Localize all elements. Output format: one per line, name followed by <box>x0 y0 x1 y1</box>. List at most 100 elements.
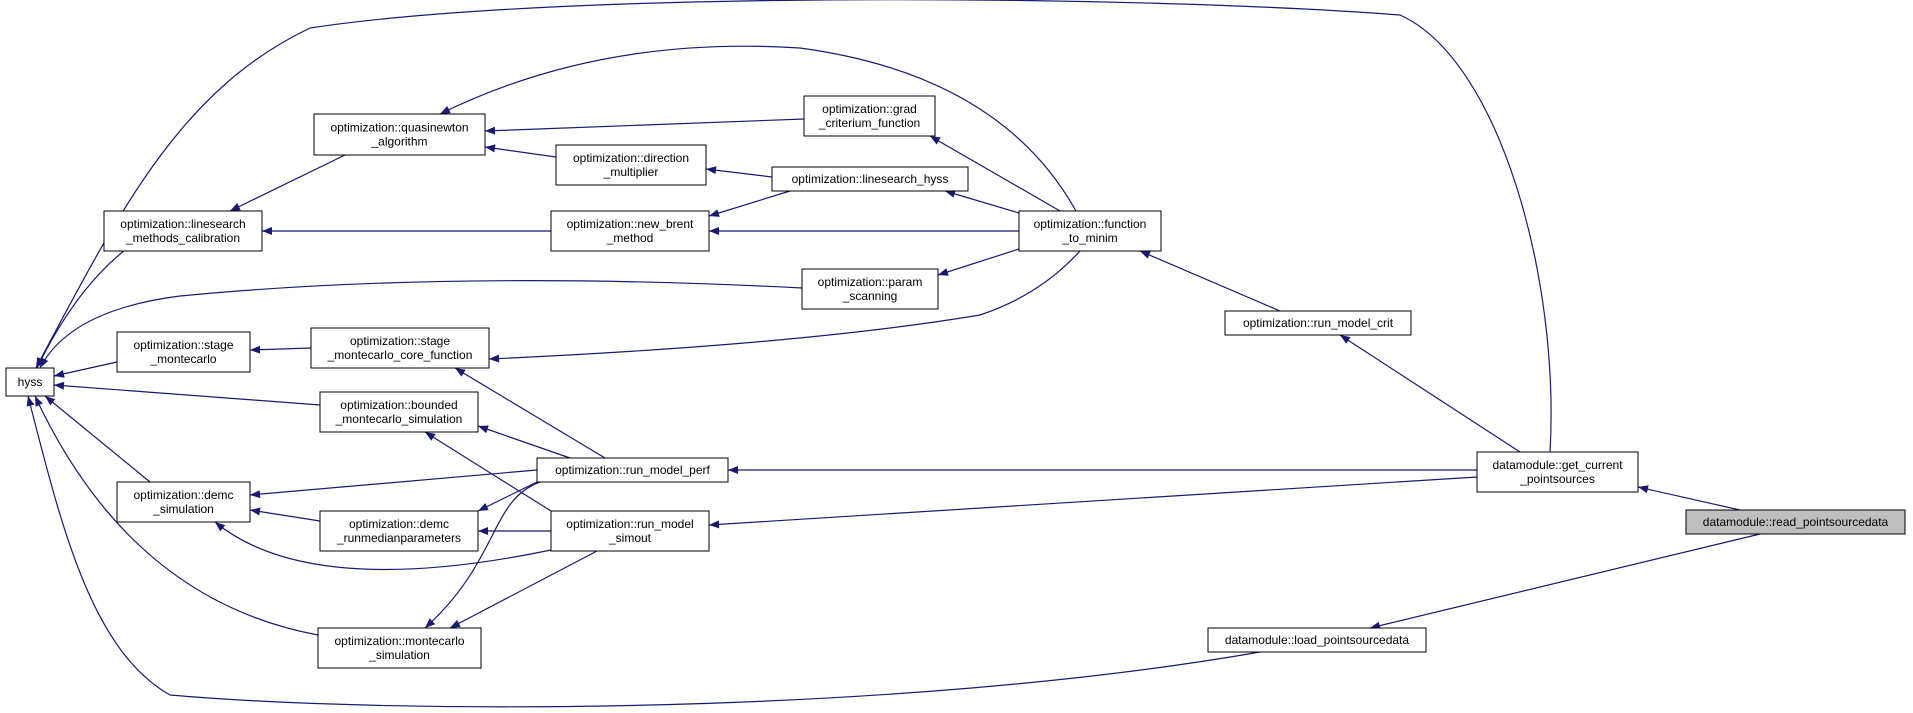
arrowhead-hyss-to-stage_montecarlo <box>54 369 65 378</box>
node-run-model-crit-label-line-1: optimization::run_model_crit <box>1243 316 1394 330</box>
edge-montecarlo_simulation-to-run_model_perf <box>424 481 541 629</box>
node-grad-criterium-function[interactable]: optimization::grad_criterium_function <box>803 95 936 137</box>
node-function-to-minim-box <box>1018 210 1162 252</box>
node-linesearch-hyss[interactable]: optimization::linesearch_hyss <box>771 166 969 192</box>
arrowhead-bounded_montecarlo_simulation-to-run_model_perf <box>478 425 489 434</box>
arrowhead-stage_montecarlo-to-stage_montecarlo_core_function <box>250 345 261 354</box>
node-get-current-pointsources[interactable]: datamodule::get_current_pointsources <box>1476 451 1639 493</box>
node-quasinewton-algorithm-label-line-1: optimization::quasinewton <box>330 121 468 135</box>
node-run-model-perf[interactable]: optimization::run_model_perf <box>536 457 729 483</box>
node-stage-montecarlo-core-function[interactable]: optimization::stage_montecarlo_core_func… <box>310 327 490 369</box>
arrowhead-stage_montecarlo_core_function-to-run_model_perf <box>455 368 466 377</box>
arrowhead-demc_runmedianparameters-to-run_model_simout <box>478 527 488 535</box>
node-linesearch-hyss-box <box>771 166 969 192</box>
nodes-layer: hyss optimization::linesearch_methods_cal… <box>5 95 1906 669</box>
arrowhead-run_model_perf-to-get_current_pointsources <box>728 466 738 474</box>
node-direction-multiplier-box <box>555 144 707 186</box>
arrowhead-new_brent_method-to-function_to_minim <box>709 227 719 235</box>
node-quasinewton-algorithm[interactable]: optimization::quasinewton_algorithm <box>313 113 486 156</box>
node-get-current-pointsources-box <box>1476 451 1639 493</box>
edge-hyss-to-stage_montecarlo <box>53 361 118 377</box>
node-param-scanning-label-line-1: optimization::param <box>818 275 923 289</box>
node-stage-montecarlo-label-line-2: _montecarlo <box>149 352 216 366</box>
node-linesearch-methods-calibration-box <box>103 210 263 252</box>
edge-quasinewton_algorithm-to-grad_criterium_function <box>484 118 805 132</box>
node-linesearch-methods-calibration-label-line-2: _methods_calibration <box>125 231 240 245</box>
arrowhead-demc_simulation-to-run_model_perf <box>250 490 261 499</box>
arrowhead-run_model_simout-to-get_current_pointsources <box>709 520 720 529</box>
edge-hyss-to-demc_simulation <box>44 395 151 483</box>
edge-quasinewton_algorithm-to-function_to_minim <box>439 45 1077 212</box>
node-load-pointsourcedata[interactable]: datamodule::load_pointsourcedata <box>1207 627 1427 653</box>
node-new-brent-method-label-line-1: optimization::new_brent <box>567 217 694 231</box>
arrowhead-hyss-to-load_pointsourcedata <box>26 396 35 407</box>
hyss[interactable]: hyss <box>5 367 55 397</box>
arrowhead-function_to_minim-to-run_model_crit <box>1140 251 1151 259</box>
arrowhead-new_brent_method-to-linesearch_hyss <box>709 209 720 217</box>
node-stage-montecarlo-core-function-label-line-2: _montecarlo_core_function <box>327 348 473 362</box>
edge-hyss-to-load_pointsourcedata <box>27 395 1261 708</box>
node-demc-runmedianparameters-label-line-1: optimization::demc <box>349 517 449 531</box>
edge-new_brent_method-to-linesearch_hyss <box>708 190 791 217</box>
edge-stage_montecarlo_core_function-to-run_model_perf <box>454 367 606 459</box>
node-run-model-simout-label-line-1: optimization::run_model <box>566 517 693 531</box>
node-montecarlo-simulation[interactable]: optimization::montecarlo_simulation <box>317 627 482 669</box>
node-param-scanning[interactable]: optimization::param_scanning <box>801 268 939 310</box>
node-grad-criterium-function-label-line-1: optimization::grad <box>822 102 917 116</box>
node-demc-runmedianparameters-label-line-2: _runmedianparameters <box>336 531 461 545</box>
hyss-box <box>5 367 55 397</box>
node-stage-montecarlo[interactable]: optimization::stage_montecarlo <box>116 331 251 373</box>
node-get-current-pointsources-label-line-2: _pointsources <box>1519 472 1595 486</box>
edge-hyss-to-montecarlo_simulation <box>34 395 319 636</box>
node-load-pointsourcedata-box <box>1207 627 1427 653</box>
node-function-to-minim-label-line-1: optimization::function <box>1034 217 1147 231</box>
node-run-model-perf-label-line-1: optimization::run_model_perf <box>555 463 710 477</box>
edge-run_model_simout-to-get_current_pointsources <box>708 476 1478 526</box>
node-stage-montecarlo-core-function-label-line-1: optimization::stage <box>350 334 450 348</box>
node-bounded-montecarlo-simulation[interactable]: optimization::bounded_montecarlo_simulat… <box>319 391 479 433</box>
node-bounded-montecarlo-simulation-box <box>319 391 479 433</box>
edge-function_to_minim-to-run_model_crit <box>1139 250 1281 312</box>
arrowhead-hyss-to-param_scanning <box>40 357 49 368</box>
node-read-pointsourcedata[interactable]: datamodule::read_pointsourcedata <box>1685 509 1906 535</box>
arrowhead-hyss-to-demc_simulation <box>45 396 56 406</box>
arrowhead-bounded_montecarlo_simulation-to-run_model_simout <box>425 432 436 441</box>
arrowhead-quasinewton_algorithm-to-function_to_minim <box>440 105 451 114</box>
edge-grad_criterium_function-to-function_to_minim <box>929 135 1061 212</box>
node-grad-criterium-function-label-line-2: _criterium_function <box>818 116 920 130</box>
node-quasinewton-algorithm-label-line-2: _algorithm <box>370 135 427 149</box>
edge-param_scanning-to-function_to_minim <box>937 248 1020 276</box>
node-run-model-crit[interactable]: optimization::run_model_crit <box>1224 310 1412 336</box>
edge-demc_runmedianparameters-to-run_model_perf <box>477 481 538 512</box>
node-demc-simulation[interactable]: optimization::demc_simulation <box>116 481 251 523</box>
node-direction-multiplier-label-line-2: _multiplier <box>603 165 659 179</box>
node-bounded-montecarlo-simulation-label-line-1: optimization::bounded <box>340 398 457 412</box>
node-run-model-perf-box <box>536 457 729 483</box>
edges-layer <box>26 0 1761 708</box>
arrowhead-run_model_crit-to-get_current_pointsources <box>1340 335 1351 344</box>
node-linesearch-methods-calibration[interactable]: optimization::linesearch_methods_calibra… <box>103 210 263 252</box>
node-demc-runmedianparameters[interactable]: optimization::demc_runmedianparameters <box>319 510 479 552</box>
node-run-model-crit-box <box>1224 310 1412 336</box>
arrowhead-linesearch_hyss-to-function_to_minim <box>945 190 956 198</box>
arrowhead-quasinewton_algorithm-to-grad_criterium_function <box>485 126 496 135</box>
node-load-pointsourcedata-label-line-1: datamodule::load_pointsourcedata <box>1225 633 1409 647</box>
arrowhead-demc_runmedianparameters-to-run_model_perf <box>478 502 489 511</box>
node-direction-multiplier[interactable]: optimization::direction_multiplier <box>555 144 707 186</box>
edge-demc_simulation-to-run_model_perf <box>249 469 538 496</box>
arrowhead-hyss-to-bounded_montecarlo_simulation <box>54 381 65 390</box>
node-new-brent-method-box <box>550 210 710 252</box>
node-get-current-pointsources-label-line-1: datamodule::get_current <box>1492 458 1623 472</box>
node-run-model-simout-box <box>550 510 710 552</box>
node-function-to-minim[interactable]: optimization::function_to_minim <box>1018 210 1162 252</box>
arrowhead-grad_criterium_function-to-function_to_minim <box>930 136 941 145</box>
node-run-model-simout-label-line-2: _simout <box>608 531 652 545</box>
edge-linesearch_methods_calibration-to-quasinewton_algorithm <box>229 154 346 212</box>
node-param-scanning-label-line-2: _scanning <box>842 289 898 303</box>
node-bounded-montecarlo-simulation-label-line-2: _montecarlo_simulation <box>335 412 463 426</box>
node-demc-simulation-box <box>116 481 251 523</box>
node-run-model-simout[interactable]: optimization::run_model_simout <box>550 510 710 552</box>
arrowhead-linesearch_methods_calibration-to-quasinewton_algorithm <box>230 203 241 211</box>
node-new-brent-method[interactable]: optimization::new_brent_method <box>550 210 710 252</box>
